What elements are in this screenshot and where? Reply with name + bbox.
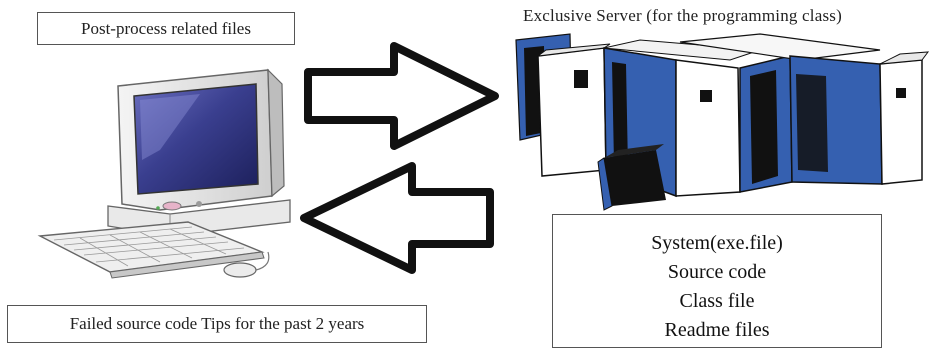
server-caption: Exclusive Server (for the programming cl… — [523, 6, 842, 25]
file-item-class-file: Class file — [679, 290, 755, 312]
arrow-right-icon — [304, 42, 499, 150]
server-files-box: System(exe.file) Source code Class file … — [552, 214, 882, 348]
failed-code-tips-box: Failed source code Tips for the past 2 y… — [7, 305, 427, 343]
post-process-files-label: Post-process related files — [81, 19, 251, 38]
file-item-source-code: Source code — [667, 261, 767, 283]
file-item-readme: Readme files — [664, 319, 770, 341]
server-rack-icon — [515, 33, 930, 211]
file-item-system: System(exe.file) — [651, 232, 783, 254]
desktop-computer-icon — [37, 68, 291, 279]
failed-code-tips-label: Failed source code Tips for the past 2 y… — [69, 314, 365, 333]
arrow-left-icon — [300, 162, 494, 274]
post-process-files-box: Post-process related files — [37, 12, 295, 45]
